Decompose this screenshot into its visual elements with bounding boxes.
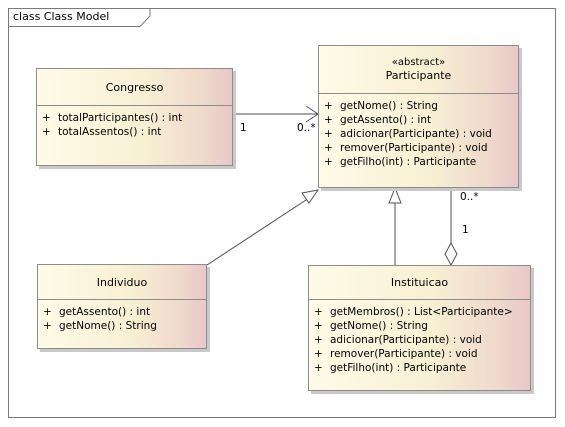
operation: +getNome() : String xyxy=(324,100,438,112)
operations-list: +getMembros() : List<Participante> +getN… xyxy=(309,300,530,375)
operation: +remover(Participante) : void xyxy=(324,142,488,154)
class-name: Participante xyxy=(385,69,452,82)
multiplicity-aggregation-part: 0..* xyxy=(460,191,479,203)
frame-tab-outline xyxy=(8,8,151,27)
class-instituicao[interactable]: Instituicao +getMembros() : List<Partici… xyxy=(308,265,531,391)
generalization-individuo-arrowhead xyxy=(301,189,320,204)
class-stereotype: «abstract» xyxy=(391,57,446,68)
operation: +totalParticipantes() : int xyxy=(42,112,183,124)
operation: +getMembros() : List<Participante> xyxy=(314,306,513,318)
generalization-instituicao-arrowhead xyxy=(388,186,402,204)
operation: +getFilho(int) : Participante xyxy=(324,156,477,168)
operations-list: +totalParticipantes() : int +totalAssent… xyxy=(37,106,232,139)
multiplicity-association-source: 1 xyxy=(240,122,247,134)
operation: +totalAssentos() : int xyxy=(42,126,162,138)
operation: +adicionar(Participante) : void xyxy=(324,128,492,140)
operation: +remover(Participante) : void xyxy=(314,348,478,360)
class-name: Congresso xyxy=(105,80,164,94)
class-participante[interactable]: «abstract» Participante +getNome() : Str… xyxy=(318,45,519,188)
operation: +getAssento() : int xyxy=(43,306,151,318)
operation: +getFilho(int) : Participante xyxy=(314,362,467,374)
frame-title: class Class Model xyxy=(13,10,110,23)
operations-list: +getNome() : String +getAssento() : int … xyxy=(319,94,518,169)
multiplicity-aggregation-whole: 1 xyxy=(462,224,469,236)
operation: +getAssento() : int xyxy=(324,114,432,126)
operations-list: +getAssento() : int +getNome() : String xyxy=(38,300,206,333)
operation: +adicionar(Participante) : void xyxy=(314,334,482,346)
class-participante-header: «abstract» Participante xyxy=(319,46,518,94)
operation: +getNome() : String xyxy=(314,320,428,332)
class-name: Instituicao xyxy=(390,276,449,289)
class-individuo[interactable]: Individuo +getAssento() : int +getNome()… xyxy=(37,264,207,349)
class-congresso-header: Congresso xyxy=(37,69,232,106)
generalization-individuo-line[interactable] xyxy=(206,197,310,266)
class-individuo-header: Individuo xyxy=(38,265,206,300)
operation: +getNome() : String xyxy=(43,320,157,332)
aggregation-diamond xyxy=(444,241,458,267)
multiplicity-association-target: 0..* xyxy=(297,122,316,134)
class-name: Individuo xyxy=(96,275,148,289)
class-instituicao-header: Instituicao xyxy=(309,266,530,300)
class-congresso[interactable]: Congresso +totalParticipantes() : int +t… xyxy=(36,68,233,166)
